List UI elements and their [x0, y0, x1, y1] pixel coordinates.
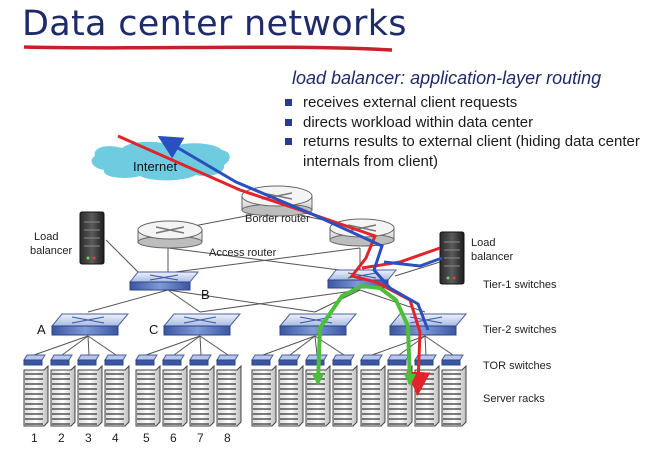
tor-switch-front — [441, 359, 461, 366]
server-rack — [23, 364, 49, 427]
tier2-switch-c — [162, 313, 242, 336]
rack-number: 4 — [112, 431, 119, 445]
server-racks — [23, 364, 467, 427]
tor-links — [33, 335, 454, 356]
tor-switch — [441, 354, 464, 361]
bullet-item: receives external client requests — [285, 93, 647, 113]
server-rack — [360, 364, 386, 427]
access-router-left — [137, 220, 203, 249]
internet-label: Internet — [133, 159, 177, 174]
title-underline — [23, 45, 393, 52]
tor-switch-front — [360, 359, 380, 366]
tor-switch — [387, 354, 410, 361]
server-rack — [50, 364, 76, 427]
server-rack — [135, 364, 161, 427]
tor-switch-front — [77, 359, 97, 366]
server-rack — [77, 364, 103, 427]
rack-number: 6 — [170, 431, 177, 445]
tor-switch-front — [305, 359, 325, 366]
server-rack — [278, 364, 304, 427]
tor-switch-front — [162, 359, 182, 366]
server-rack — [441, 364, 467, 427]
tor-switch — [162, 354, 185, 361]
green-arrowhead-right — [404, 374, 416, 386]
rack-number: 1 — [31, 431, 38, 445]
page-title: Data center networks — [22, 4, 407, 44]
blue-path-to-lb — [383, 256, 443, 268]
tier2-switch-4 — [388, 313, 468, 336]
tor-switch — [23, 354, 46, 361]
switch-c-label: C — [149, 322, 158, 337]
tor-switch — [104, 354, 127, 361]
server-racks-label: Server racks — [483, 393, 545, 405]
tor-switch — [135, 354, 158, 361]
tor-switch — [278, 354, 301, 361]
tor-switch — [50, 354, 73, 361]
bullet-item: returns results to external client (hidi… — [285, 132, 647, 171]
tor-switch-front — [332, 359, 352, 366]
tor-switch — [332, 354, 355, 361]
tor-switch — [77, 354, 100, 361]
rack-number: 3 — [85, 431, 92, 445]
tor-switch-front — [278, 359, 298, 366]
tor-switch-front — [251, 359, 271, 366]
server-rack — [162, 364, 188, 427]
rack-number: 8 — [224, 431, 231, 445]
rack-number: 7 — [197, 431, 204, 445]
server-rack — [104, 364, 130, 427]
rack-number: 5 — [143, 431, 150, 445]
access-router-label: Access router — [209, 247, 277, 259]
tor-switch-front — [414, 359, 434, 366]
server-rack — [216, 364, 242, 427]
green-arrowhead-left — [312, 374, 324, 386]
border-router-label: Border router — [245, 213, 310, 225]
tor-switch-front — [387, 359, 407, 366]
server-rack — [387, 364, 413, 427]
bullet-item: directs workload within data center — [285, 113, 647, 133]
server-rack — [251, 364, 277, 427]
tor-switch — [305, 354, 328, 361]
tor-switch — [216, 354, 239, 361]
tor-switch-front — [216, 359, 236, 366]
server-rack — [189, 364, 215, 427]
server-rack — [332, 364, 358, 427]
internal-path-green — [316, 283, 412, 385]
tor-switch-front — [23, 359, 43, 366]
server-rack — [305, 364, 331, 427]
load-balancer-left — [79, 211, 105, 265]
tor-switch — [251, 354, 274, 361]
tor-switch — [189, 354, 212, 361]
tier1-switch-b — [128, 271, 200, 291]
tor-label: TOR switches — [483, 360, 552, 372]
bullet-list: receives external client requests direct… — [285, 93, 647, 171]
tier2-switch-a — [50, 313, 130, 336]
tier2-label: Tier-2 switches — [483, 324, 557, 336]
response-path-blue — [157, 135, 430, 331]
load-balancer-right — [439, 231, 465, 285]
tor-switch-front — [189, 359, 209, 366]
rack-numbers: 1 2 3 4 5 6 7 8 — [31, 431, 231, 445]
tor-switches — [23, 354, 464, 366]
tor-switch — [360, 354, 383, 361]
switch-a-label: A — [37, 322, 46, 337]
switch-b-label: B — [201, 287, 210, 302]
tor-switch-front — [50, 359, 70, 366]
rack-number: 2 — [58, 431, 65, 445]
load-balancer-heading: load balancer: application-layer routing — [292, 68, 602, 88]
tier1-label: Tier-1 switches — [483, 279, 557, 291]
tor-switch-front — [104, 359, 124, 366]
tor-switch-front — [135, 359, 155, 366]
request-path-red — [117, 134, 431, 396]
